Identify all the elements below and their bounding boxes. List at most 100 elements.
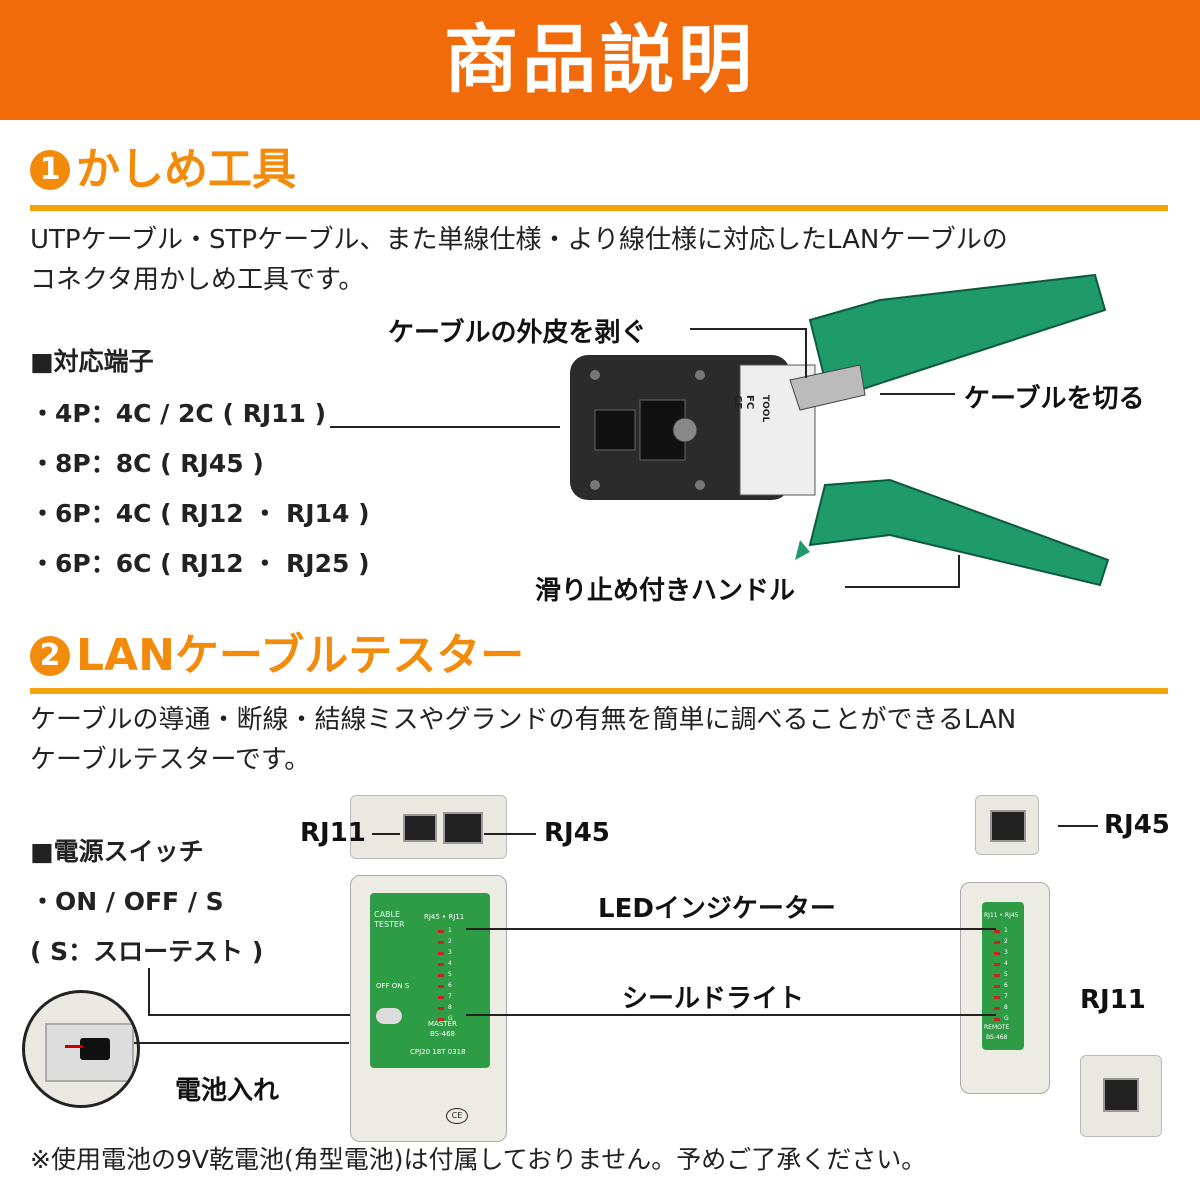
header-banner: 商品説明 xyxy=(0,0,1200,120)
remote-label: REMOTE xyxy=(984,1024,1010,1031)
switch-leader-vline xyxy=(148,968,150,1016)
battery-connector-icon xyxy=(80,1038,110,1060)
master-led-row: 1 xyxy=(438,926,462,936)
section1-item-2: ・8P：8C ( RJ45 ) xyxy=(30,449,264,478)
section2-rule xyxy=(30,688,1168,694)
master-code: CPJ20 18T 0318 xyxy=(410,1048,466,1056)
section1-rule xyxy=(30,205,1168,211)
remote-led-row: 2 xyxy=(994,937,1014,947)
master-led-row: 8 xyxy=(438,1003,462,1013)
callout-handle: 滑り止め付きハンドル xyxy=(535,576,796,606)
tool-ce-mark: CE xyxy=(732,395,743,410)
master-led-label: 3 xyxy=(448,949,452,956)
remote-led-row: 4 xyxy=(994,959,1014,969)
master-led-row: 7 xyxy=(438,992,462,1002)
callout-led-line xyxy=(466,928,996,930)
callout-rj45-right: RJ45 xyxy=(1104,810,1170,840)
master-led-label: 2 xyxy=(448,938,452,945)
remote-led-label: 2 xyxy=(1004,938,1008,945)
master-green-panel xyxy=(370,893,490,1068)
master-ce-mark: CE xyxy=(446,1108,468,1124)
battery-leader-line xyxy=(134,1042,349,1044)
section1-number-badge: 1 xyxy=(30,150,70,190)
remote-led-indicator xyxy=(994,940,1000,944)
master-led-label: 1 xyxy=(448,927,452,934)
master-led-row: 4 xyxy=(438,959,462,969)
section2-number-badge: 2 xyxy=(30,636,70,676)
remote-led-row: 1 xyxy=(994,926,1014,936)
master-led-indicator xyxy=(438,984,444,988)
remote-led-indicator xyxy=(994,1017,1000,1021)
callout-rj11-left: RJ11 xyxy=(300,818,366,848)
remote-led-label: 8 xyxy=(1004,1004,1008,1011)
remote-rj11-view xyxy=(1080,1055,1162,1137)
callout-strip: ケーブルの外皮を剥ぐ xyxy=(388,318,647,348)
remote-rj-text: RJ11 • RJ45 xyxy=(984,912,1019,919)
callout-handle-vline xyxy=(958,555,960,588)
remote-led-label: G xyxy=(1004,1015,1009,1022)
section2-title: 2 LANケーブルテスター xyxy=(30,628,524,684)
die-rj11 xyxy=(594,409,636,451)
remote-led-label: 3 xyxy=(1004,949,1008,956)
remote-led-indicator xyxy=(994,984,1000,988)
page-title: 商品説明 xyxy=(444,17,756,103)
section1-desc-line2: コネクタ用かしめ工具です。 xyxy=(30,265,365,295)
power-switch[interactable] xyxy=(376,1008,402,1024)
switch-leader-line xyxy=(148,1014,370,1016)
remote-led-row: 7 xyxy=(994,992,1014,1002)
master-led-indicator xyxy=(438,1017,444,1021)
blade xyxy=(789,364,866,411)
master-offon-text: OFF ON S xyxy=(376,982,410,990)
master-model: BS-468 xyxy=(430,1030,456,1038)
callout-battery: 電池入れ xyxy=(175,1076,280,1106)
remote-model: BS-468 xyxy=(986,1034,1008,1041)
callout-rj45-left-line xyxy=(484,833,536,835)
remote-led-label: 5 xyxy=(1004,971,1008,978)
section1-item-3: ・6P：4C ( RJ12 ・ RJ14 ) xyxy=(30,499,370,528)
section1-title-text: かしめ工具 xyxy=(76,144,296,195)
handle-hook xyxy=(795,540,810,560)
pivot-screw xyxy=(672,417,698,443)
master-led-indicator xyxy=(438,929,444,933)
master-rj45-port xyxy=(443,812,483,844)
master-led-indicator xyxy=(438,1006,444,1010)
remote-led-row: G xyxy=(994,1014,1014,1024)
callout-rj11-right: RJ11 xyxy=(1080,985,1146,1015)
section2-item-2: ( S：スローテスト ) xyxy=(30,937,264,966)
section2-desc-line1: ケーブルの導通・断線・結線ミスやグランドの有無を簡単に調べることができるLAN xyxy=(30,705,1017,735)
section2-title-text: LANケーブルテスター xyxy=(76,630,525,681)
master-led-row: 6 xyxy=(438,981,462,991)
callout-seal: シールドライト xyxy=(622,984,805,1014)
section1-item-4: ・6P：6C ( RJ12 ・ RJ25 ) xyxy=(30,549,370,578)
footer-note: ※使用電池の9V乾電池(角型電池)は付属しておりません。予めご了承ください。 xyxy=(30,1145,927,1174)
callout-cut-line xyxy=(880,393,955,395)
remote-led-row: 8 xyxy=(994,1003,1014,1013)
callout-rj11-left-line xyxy=(372,833,400,835)
callout-rj45-left: RJ45 xyxy=(544,818,610,848)
remote-led-indicator xyxy=(994,929,1000,933)
master-led-indicator xyxy=(438,940,444,944)
master-rj11-port xyxy=(403,814,437,842)
remote-led-row: 3 xyxy=(994,948,1014,958)
callout-handle-line xyxy=(845,586,960,588)
master-led-label: G xyxy=(448,1015,453,1022)
master-led-row: 3 xyxy=(438,948,462,958)
section2-item-1: ・ON / OFF / S xyxy=(30,887,224,916)
section2-desc-line2: ケーブルテスターです。 xyxy=(30,745,311,775)
remote-led-label: 4 xyxy=(1004,960,1008,967)
remote-led-label: 1 xyxy=(1004,927,1008,934)
master-led-label: 6 xyxy=(448,982,452,989)
callout-led: LEDインジケーター xyxy=(598,894,836,924)
section1-list-heading: ■対応端子 xyxy=(30,347,154,376)
remote-rj11-port xyxy=(1103,1078,1139,1112)
section1-title: 1 かしめ工具 xyxy=(30,142,296,198)
master-led-label: 8 xyxy=(448,1004,452,1011)
master-cable-tester-text: CABLE TESTER xyxy=(374,910,405,929)
remote-led-row: 6 xyxy=(994,981,1014,991)
callout-seal-line xyxy=(466,1014,996,1016)
master-top-view xyxy=(350,795,507,859)
tool-label-text: TOOL xyxy=(760,395,770,423)
master-led-indicator xyxy=(438,962,444,966)
